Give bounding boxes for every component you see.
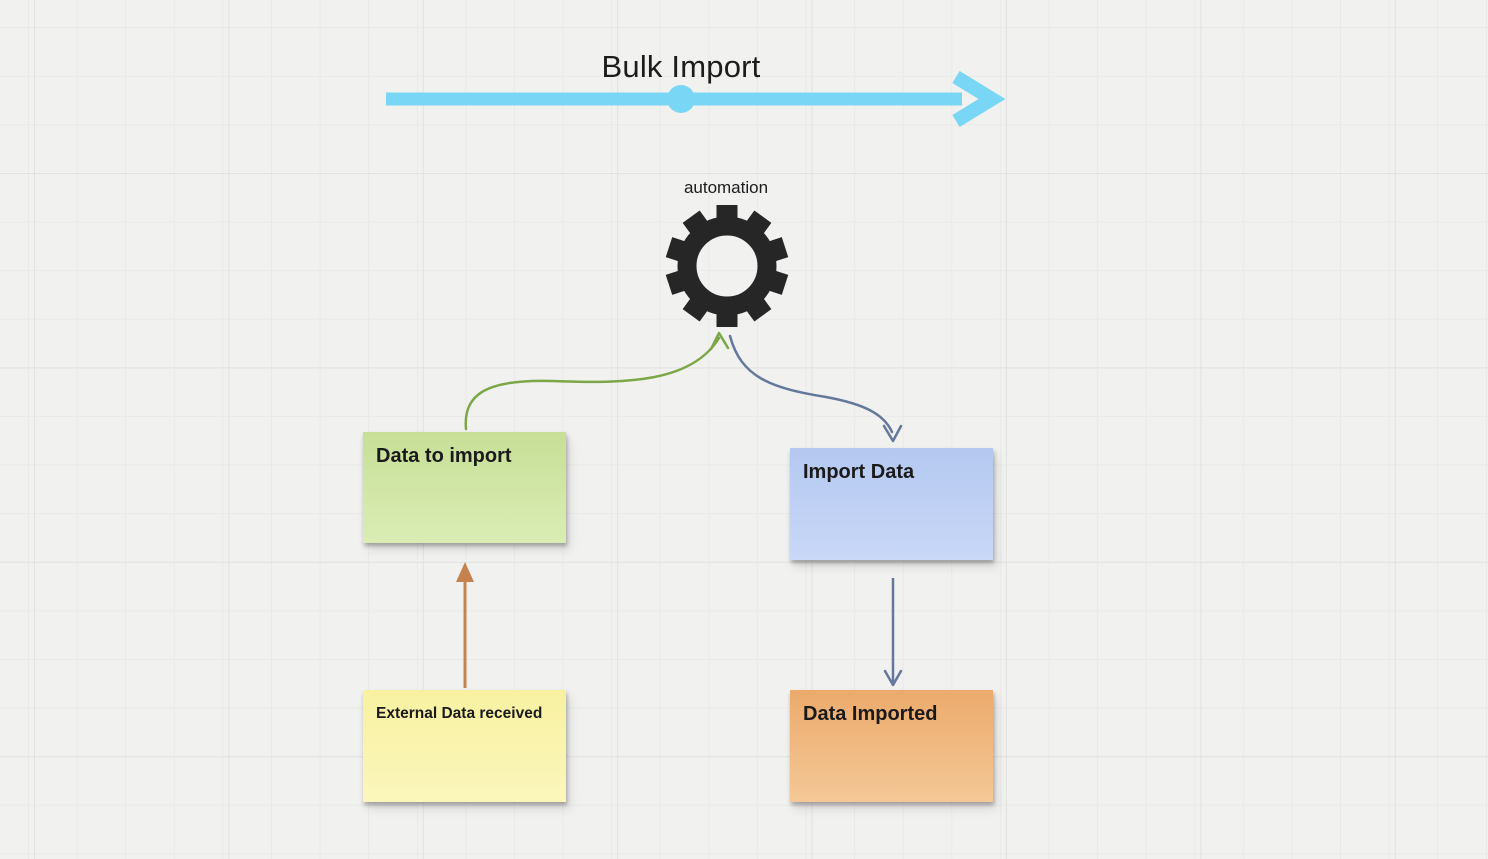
timeline-midpoint-dot[interactable] [667,85,695,113]
note-label: External Data received [376,705,543,722]
gear-icon[interactable] [665,205,789,327]
timeline-arrow[interactable] [386,71,1006,127]
connector-line [728,334,894,434]
automation-label[interactable]: automation [683,178,769,197]
arrowhead-down-icon [882,424,903,443]
sticky-note-data-imported[interactable]: Data Imported [790,690,993,802]
sticky-note-external-data-received[interactable]: External Data received [363,690,566,802]
note-label: Data to import [376,445,512,467]
timeline-arrowhead [952,71,1006,127]
connector-import-data-to-data-imported[interactable] [883,578,903,687]
connector-line [464,336,721,431]
arrowhead-down-icon [883,669,903,687]
sticky-note-import-data[interactable]: Import Data [790,448,993,560]
board-title[interactable]: Bulk Import [601,49,761,84]
connector-data-to-import-to-automation[interactable] [464,331,730,431]
sticky-note-data-to-import[interactable]: Data to import [363,432,566,543]
note-label: Import Data [803,461,915,483]
connector-external-data-to-data-to-import[interactable] [456,562,474,688]
connector-automation-to-import-data[interactable] [728,334,903,443]
note-label: Data Imported [803,703,938,725]
arrowhead-up-icon [456,562,474,582]
gear-ring [677,216,777,316]
arrowhead-up-icon [709,331,730,351]
